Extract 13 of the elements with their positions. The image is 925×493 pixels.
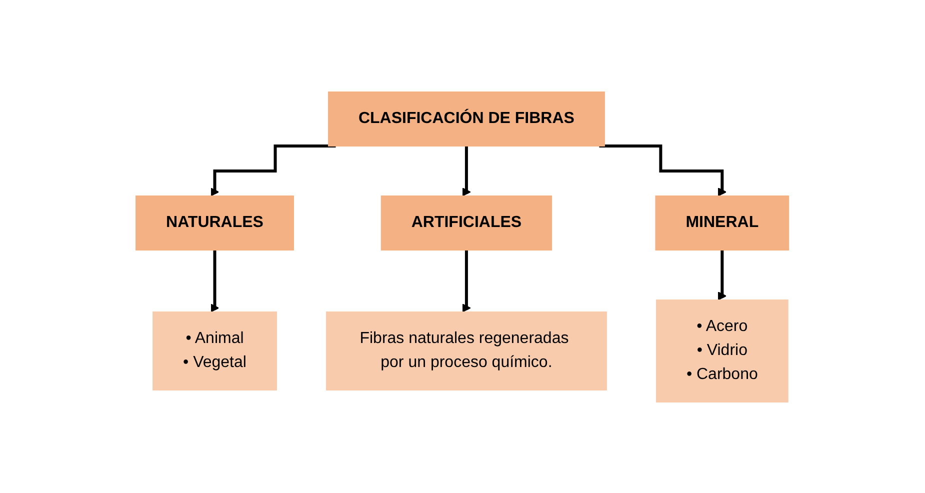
node-box: NATURALES bbox=[136, 195, 294, 250]
node-box: CLASIFICACIÓN DE FIBRAS bbox=[328, 91, 606, 146]
arrow bbox=[210, 248, 220, 312]
arrow bbox=[462, 144, 472, 196]
arrow bbox=[599, 144, 727, 196]
node-box: MINERAL bbox=[655, 195, 790, 250]
arrow bbox=[462, 248, 472, 312]
arrow bbox=[718, 248, 727, 300]
node-box: ARTIFICIALES bbox=[381, 195, 552, 250]
arrow bbox=[210, 144, 336, 196]
node-box: Fibras naturales regeneradas por un proceso químico. bbox=[326, 311, 608, 390]
node-box: • Acero • Vidrio • Carbono bbox=[656, 299, 789, 402]
node-box: • Animal • Vegetal bbox=[152, 311, 278, 390]
